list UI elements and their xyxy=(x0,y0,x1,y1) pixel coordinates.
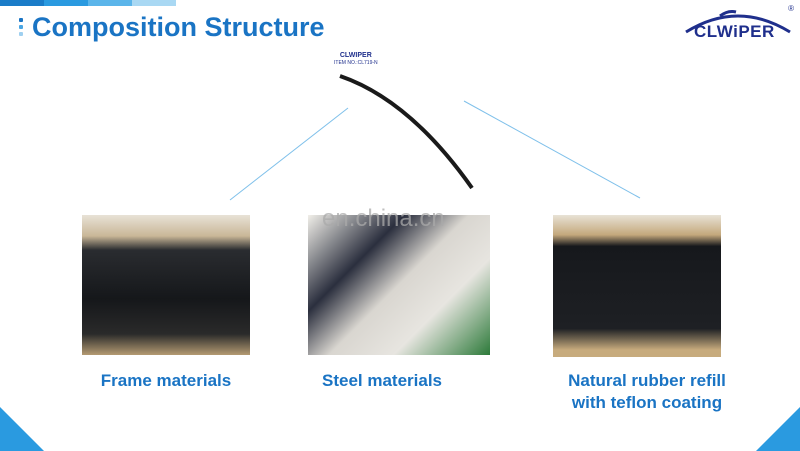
caption-frame: Frame materials xyxy=(100,371,232,390)
corner-decoration-left xyxy=(0,407,44,451)
page-title: Composition Structure xyxy=(32,12,325,42)
watermark: en.china.cn xyxy=(322,205,445,232)
rubber-refill-photo xyxy=(553,215,721,357)
steel-materials-photo xyxy=(308,215,490,355)
caption-rubber: Natural rubber refill with teflon coatin… xyxy=(568,371,726,412)
caption-steel: Steel materials xyxy=(321,371,442,390)
frame-materials-photo xyxy=(82,215,250,355)
title-bullet-icon xyxy=(19,18,24,39)
wiper-arc-icon xyxy=(685,10,791,34)
blade-label: CLWIPER ITEM NO.:CL719-N xyxy=(334,52,378,67)
brand-logo: CLWiPER ® xyxy=(680,4,796,42)
corner-decoration-right xyxy=(756,407,800,451)
wiper-blade xyxy=(339,74,474,190)
top-accent-bar xyxy=(0,0,176,6)
